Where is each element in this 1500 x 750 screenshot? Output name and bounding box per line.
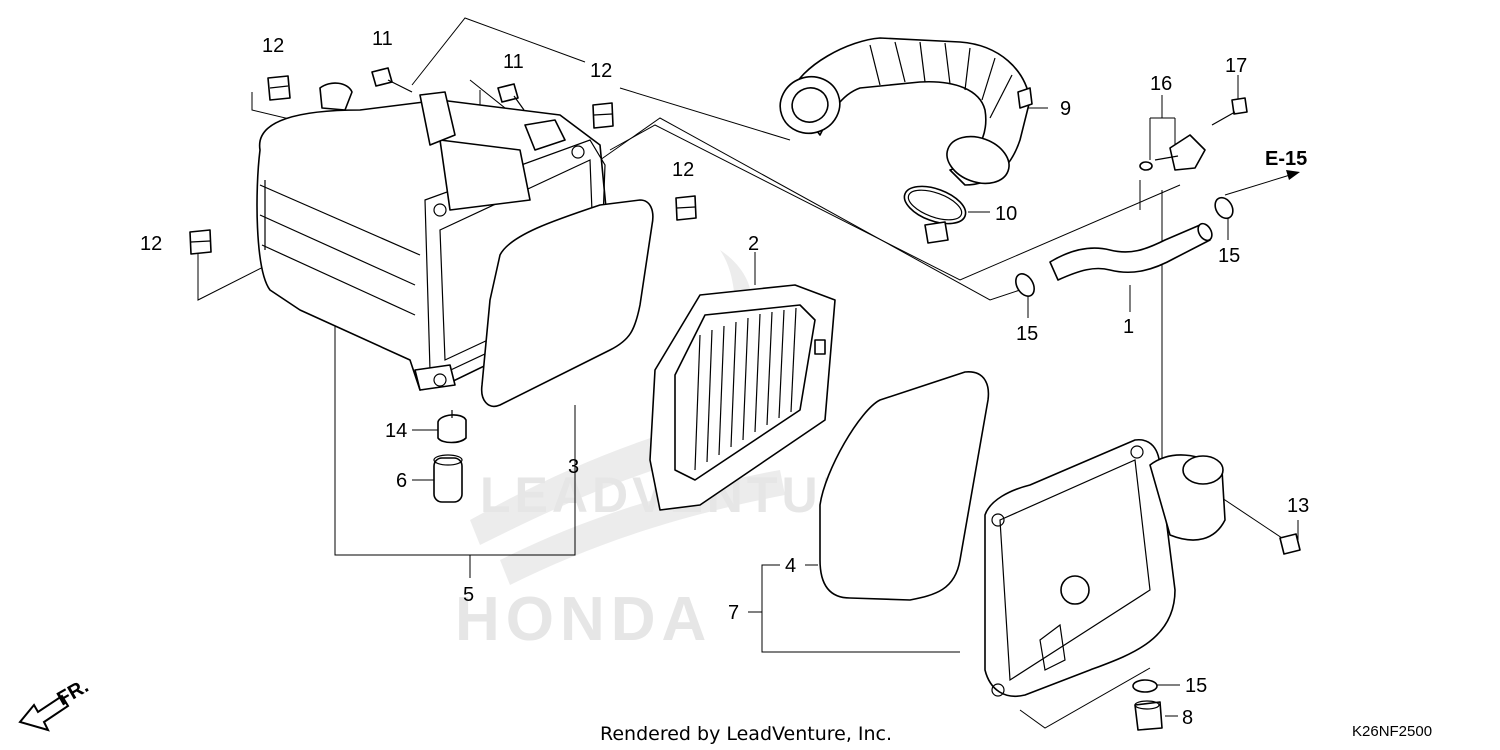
screw-13 — [1279, 533, 1301, 555]
callout-2: 2 — [748, 233, 759, 255]
callout-11: 11 — [372, 28, 393, 50]
callout-1: 1 — [1123, 316, 1134, 338]
air-cleaner-element — [649, 284, 836, 511]
clip-12-left — [189, 229, 212, 255]
callout-15: 15 — [1218, 245, 1240, 267]
clamp-15-left — [1015, 273, 1035, 297]
cover-gasket-4 — [819, 371, 990, 601]
callout-3: 3 — [568, 456, 579, 478]
case-gasket-3 — [480, 199, 654, 407]
callout-17: 17 — [1225, 55, 1247, 77]
clamp-15-right — [1214, 196, 1234, 220]
watermark-honda-text: HONDA — [455, 585, 712, 654]
callout-6: 6 — [396, 470, 407, 492]
callout-12: 12 — [262, 35, 284, 57]
callout-16: 16 — [1150, 73, 1172, 95]
callout-4: 4 — [785, 555, 796, 577]
callout-15: 15 — [1016, 323, 1038, 345]
clip-12-top-left — [267, 75, 291, 101]
callout-12: 12 — [672, 159, 694, 181]
front-direction-arrow — [18, 694, 70, 732]
joint-16 — [1139, 134, 1206, 171]
callout-7: 7 — [728, 602, 739, 624]
callouts: 12 11 11 12 12 12 9 16 17 10 2 15 15 1 1… — [140, 28, 1309, 729]
screw-11-left — [371, 67, 413, 93]
reference-arrow — [1224, 170, 1300, 196]
callout-13: 13 — [1287, 495, 1309, 517]
breather-tube-1 — [1049, 224, 1211, 281]
clamp-15-bottom — [1132, 679, 1158, 693]
screw-17 — [1211, 97, 1248, 126]
callout-11: 11 — [503, 51, 524, 73]
connecting-tube-9 — [779, 37, 1033, 186]
callout-8: 8 — [1182, 707, 1193, 729]
plug-8 — [1134, 700, 1163, 731]
clip-12-top — [592, 102, 614, 129]
callout-9: 9 — [1060, 98, 1071, 120]
diagram-code: K26NF2500 — [1352, 723, 1432, 740]
breather-tube-end — [1197, 222, 1213, 242]
screw-11-right — [497, 83, 525, 111]
drain-plug-6 — [433, 454, 463, 503]
reference-label: E-15 — [1265, 148, 1307, 170]
callout-10: 10 — [995, 203, 1017, 225]
rendered-by-credit: Rendered by LeadVenture, Inc. — [600, 723, 892, 745]
callout-14: 14 — [385, 420, 407, 442]
drain-clip-14 — [437, 410, 467, 444]
callout-12: 12 — [140, 233, 162, 255]
callout-15: 15 — [1185, 675, 1207, 697]
tube-band-10 — [903, 185, 967, 244]
callout-5: 5 — [463, 584, 474, 606]
clip-12-center — [675, 195, 697, 221]
air-cleaner-cover — [984, 439, 1226, 697]
callout-12: 12 — [590, 60, 612, 82]
